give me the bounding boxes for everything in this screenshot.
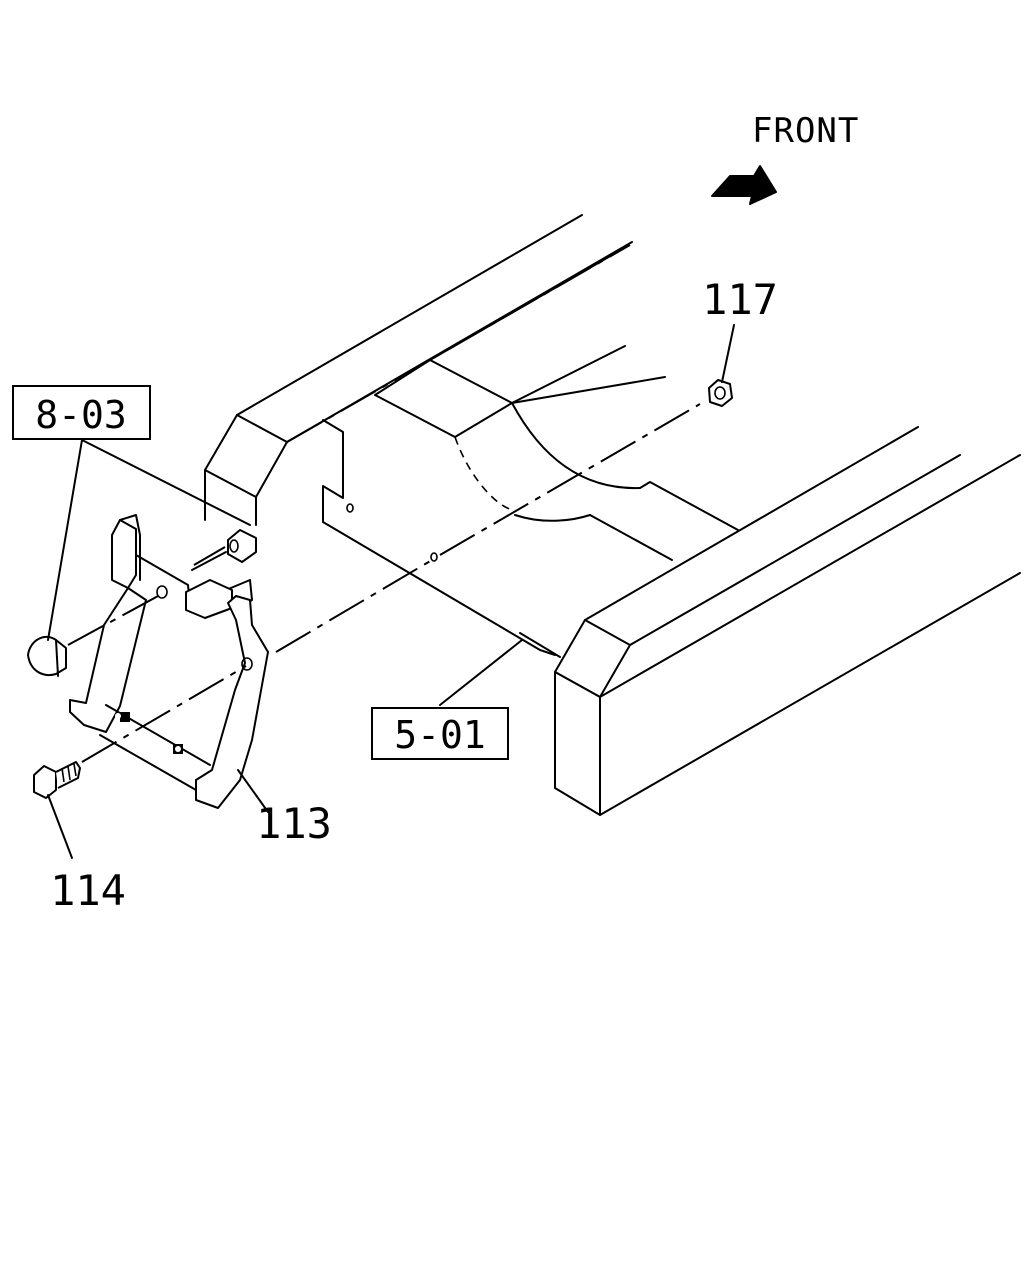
ref-box-8-03: 8-03 <box>12 385 151 440</box>
left-rail-end <box>204 414 288 498</box>
bolt-114 <box>33 761 81 799</box>
right-rail-face <box>554 671 601 816</box>
bracket-113 <box>69 514 269 809</box>
clip-fitting <box>191 529 257 571</box>
ref-box-5-01: 5-01 <box>371 707 509 760</box>
assembly-lines <box>67 403 701 763</box>
frame-rails <box>204 214 1021 816</box>
nut-117 <box>708 379 733 407</box>
callout-113: 113 <box>256 799 332 848</box>
callout-114: 114 <box>50 866 126 915</box>
ref-8-03-label: 8-03 <box>35 393 127 437</box>
ref-5-01-label: 5-01 <box>394 713 486 757</box>
front-label: FRONT <box>752 111 859 151</box>
leader-lines <box>47 324 735 859</box>
plug-part <box>27 635 67 677</box>
arrow-right-icon <box>711 165 777 205</box>
front-indicator: FRONT <box>711 111 859 205</box>
callout-117: 117 <box>702 275 778 324</box>
